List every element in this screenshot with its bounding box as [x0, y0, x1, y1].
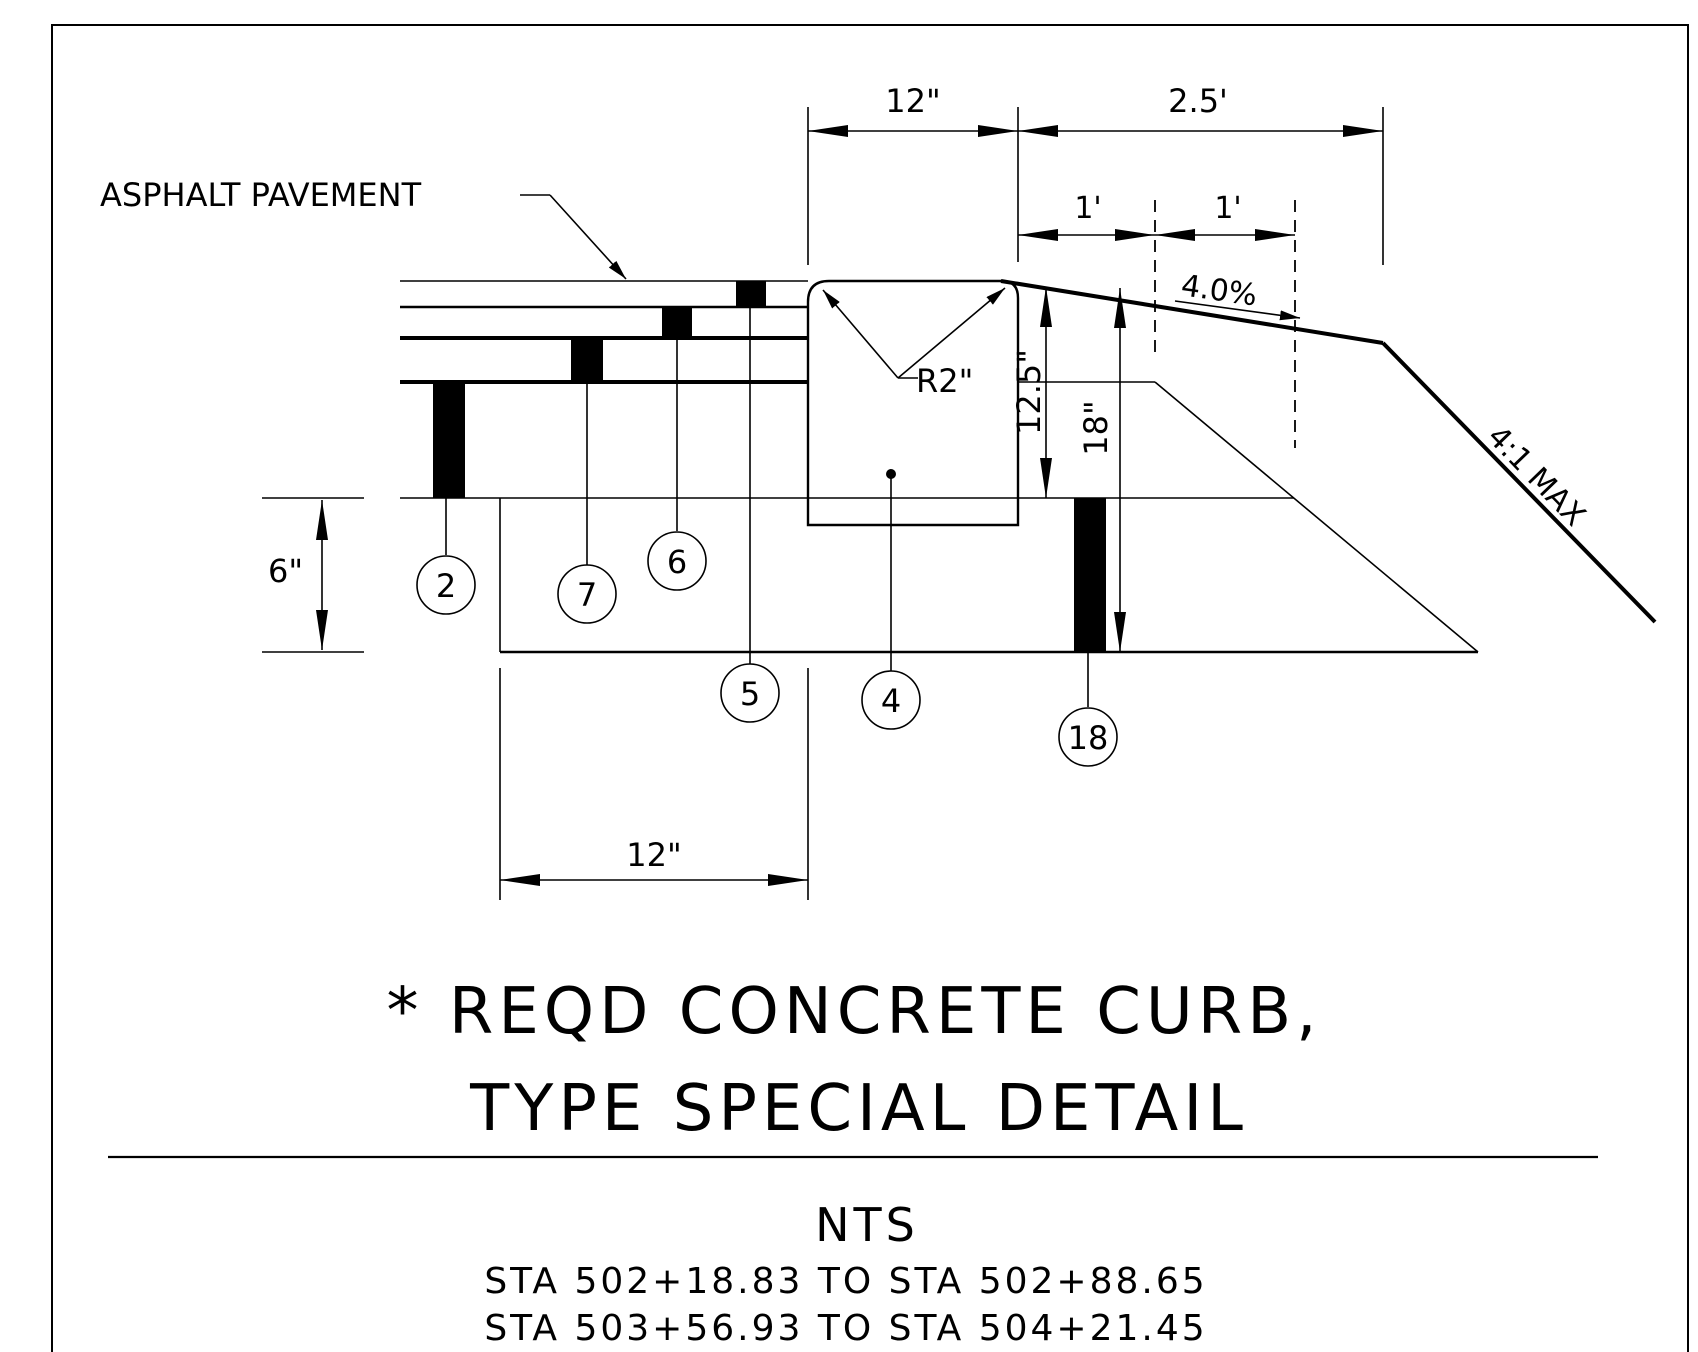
title-line-1: * REQD CONCRETE CURB,: [387, 975, 1322, 1049]
dim-curb-width: 12": [885, 82, 940, 120]
dim-base-ext: 12": [626, 836, 681, 874]
svg-text:7: 7: [577, 576, 597, 614]
layer-block-18: [1074, 498, 1106, 652]
bubble-18: 18: [1058, 707, 1118, 767]
scale-label: NTS: [815, 1198, 919, 1252]
dim-gutter-seg-1: 1': [1074, 191, 1101, 226]
title-block: * REQD CONCRETE CURB, TYPE SPECIAL DETAI…: [108, 975, 1598, 1349]
svg-text:6: 6: [667, 543, 687, 581]
sheet-border: [51, 24, 1689, 1352]
station-range-2: STA 503+56.93 TO STA 504+21.45: [484, 1308, 1207, 1349]
dim-gutter-width: 2.5': [1168, 82, 1228, 120]
slope-label: 4.0%: [1179, 268, 1259, 313]
bubble-2: 2: [416, 555, 476, 615]
bubble-leaders: [445, 307, 1089, 707]
dim-gutter-seg-2: 1': [1214, 191, 1241, 226]
concrete-curb: R2": [806, 279, 1020, 671]
radius-label: R2": [916, 362, 973, 400]
station-range-1: STA 502+18.83 TO STA 502+88.65: [484, 1261, 1207, 1302]
asphalt-pavement-label: ASPHALT PAVEMENT: [100, 176, 422, 214]
dim-base-depth: 6": [268, 552, 303, 590]
svg-text:18: 18: [1068, 719, 1109, 757]
layer-block-5: [736, 281, 766, 307]
dim-depth-18: 18": [1077, 400, 1115, 455]
dim-depth-12-5: 12.5": [1010, 349, 1048, 435]
bubble-5: 5: [720, 663, 780, 723]
bubble-4: 4: [861, 670, 921, 730]
base-ext-dimension: 12": [499, 668, 809, 900]
base-course: [499, 381, 1479, 654]
side-slope-label: 4:1 MAX: [1480, 419, 1592, 533]
layer-block-6: [662, 307, 692, 338]
title-line-2: TYPE SPECIAL DETAIL: [469, 1072, 1248, 1146]
svg-text:5: 5: [740, 675, 760, 713]
base-depth-dimension: 6": [262, 497, 364, 653]
svg-text:4: 4: [881, 682, 901, 720]
curb-height-dimensions: 12.5" 18": [1010, 287, 1126, 652]
asphalt-callout: ASPHALT PAVEMENT: [100, 176, 627, 280]
bubble-6: 6: [647, 531, 707, 591]
layer-block-7: [571, 338, 603, 382]
top-dimensions: 12" 2.5' 1' 1': [807, 82, 1384, 265]
layer-block-2: [433, 382, 465, 498]
svg-text:2: 2: [436, 567, 456, 605]
pavement-layers: [400, 280, 1018, 499]
bubble-7: 7: [557, 564, 617, 624]
